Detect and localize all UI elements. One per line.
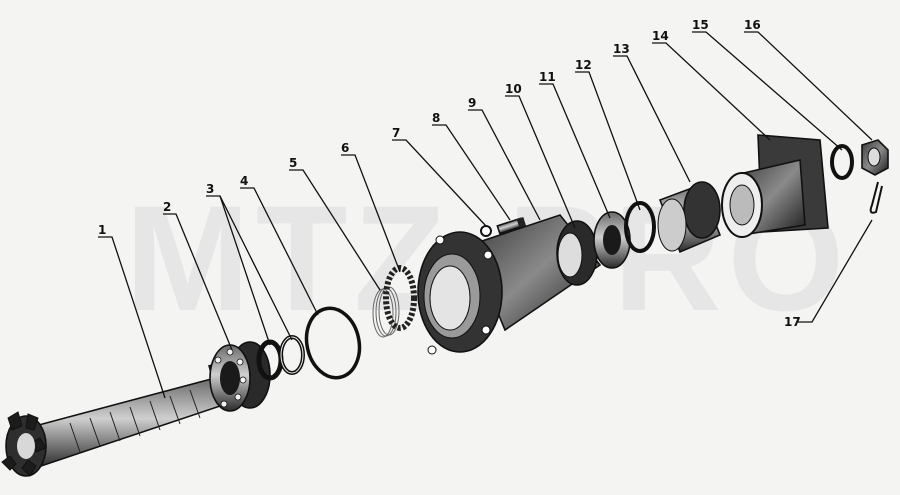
callout-9: 9 [468, 96, 476, 110]
callout-5: 5 [289, 156, 297, 170]
callout-14: 14 [652, 29, 669, 43]
leader-10 [505, 95, 576, 229]
callout-8: 8 [432, 111, 440, 125]
part-7-washer [480, 225, 492, 237]
callout-10: 10 [505, 82, 522, 96]
part-4-o-ring [304, 306, 362, 380]
callout-15: 15 [692, 18, 709, 32]
leader-14 [652, 42, 771, 141]
leader-13 [613, 55, 691, 183]
callout-11: 11 [539, 70, 556, 84]
part-11-taper-bearing [593, 211, 631, 269]
part-16-castle-nut [861, 139, 889, 176]
part-10-bearing-cup [556, 220, 598, 286]
callout-2: 2 [163, 200, 171, 214]
leader-7 [392, 139, 487, 227]
leader-1 [98, 236, 166, 399]
part-12-ring [624, 201, 656, 253]
part-17-cotter-pin [869, 181, 883, 214]
leader-lines [98, 31, 873, 399]
leader-17 [798, 219, 873, 323]
part-13-sleeve [657, 181, 722, 254]
callout-6: 6 [341, 141, 349, 155]
callout-7: 7 [392, 126, 400, 140]
leader-2 [163, 213, 233, 351]
callout-labels: 1 2 3 4 5 6 7 8 9 10 11 12 13 14 15 16 1… [98, 18, 801, 329]
leader-9 [468, 109, 541, 221]
leader-11 [539, 83, 611, 219]
part-15-washer [830, 144, 854, 180]
leader-5 [289, 169, 381, 291]
callout-1: 1 [98, 223, 106, 237]
callout-16: 16 [744, 18, 761, 32]
part-14-flange [721, 134, 829, 238]
callout-4: 4 [240, 174, 248, 188]
part-6-gasket [383, 265, 417, 331]
leader-16 [744, 31, 873, 141]
callout-3: 3 [206, 182, 214, 196]
leader-3b [219, 195, 293, 341]
leader-15 [692, 31, 843, 151]
leader-4 [240, 187, 319, 316]
part-1-pinion-shaft [1, 358, 242, 477]
leader-8 [432, 124, 511, 221]
leader-6 [341, 154, 401, 273]
callout-17: 17 [784, 315, 801, 329]
part-3-rings [256, 335, 305, 381]
callout-12: 12 [575, 58, 592, 72]
leader-12 [575, 71, 641, 211]
callout-13: 13 [613, 42, 630, 56]
